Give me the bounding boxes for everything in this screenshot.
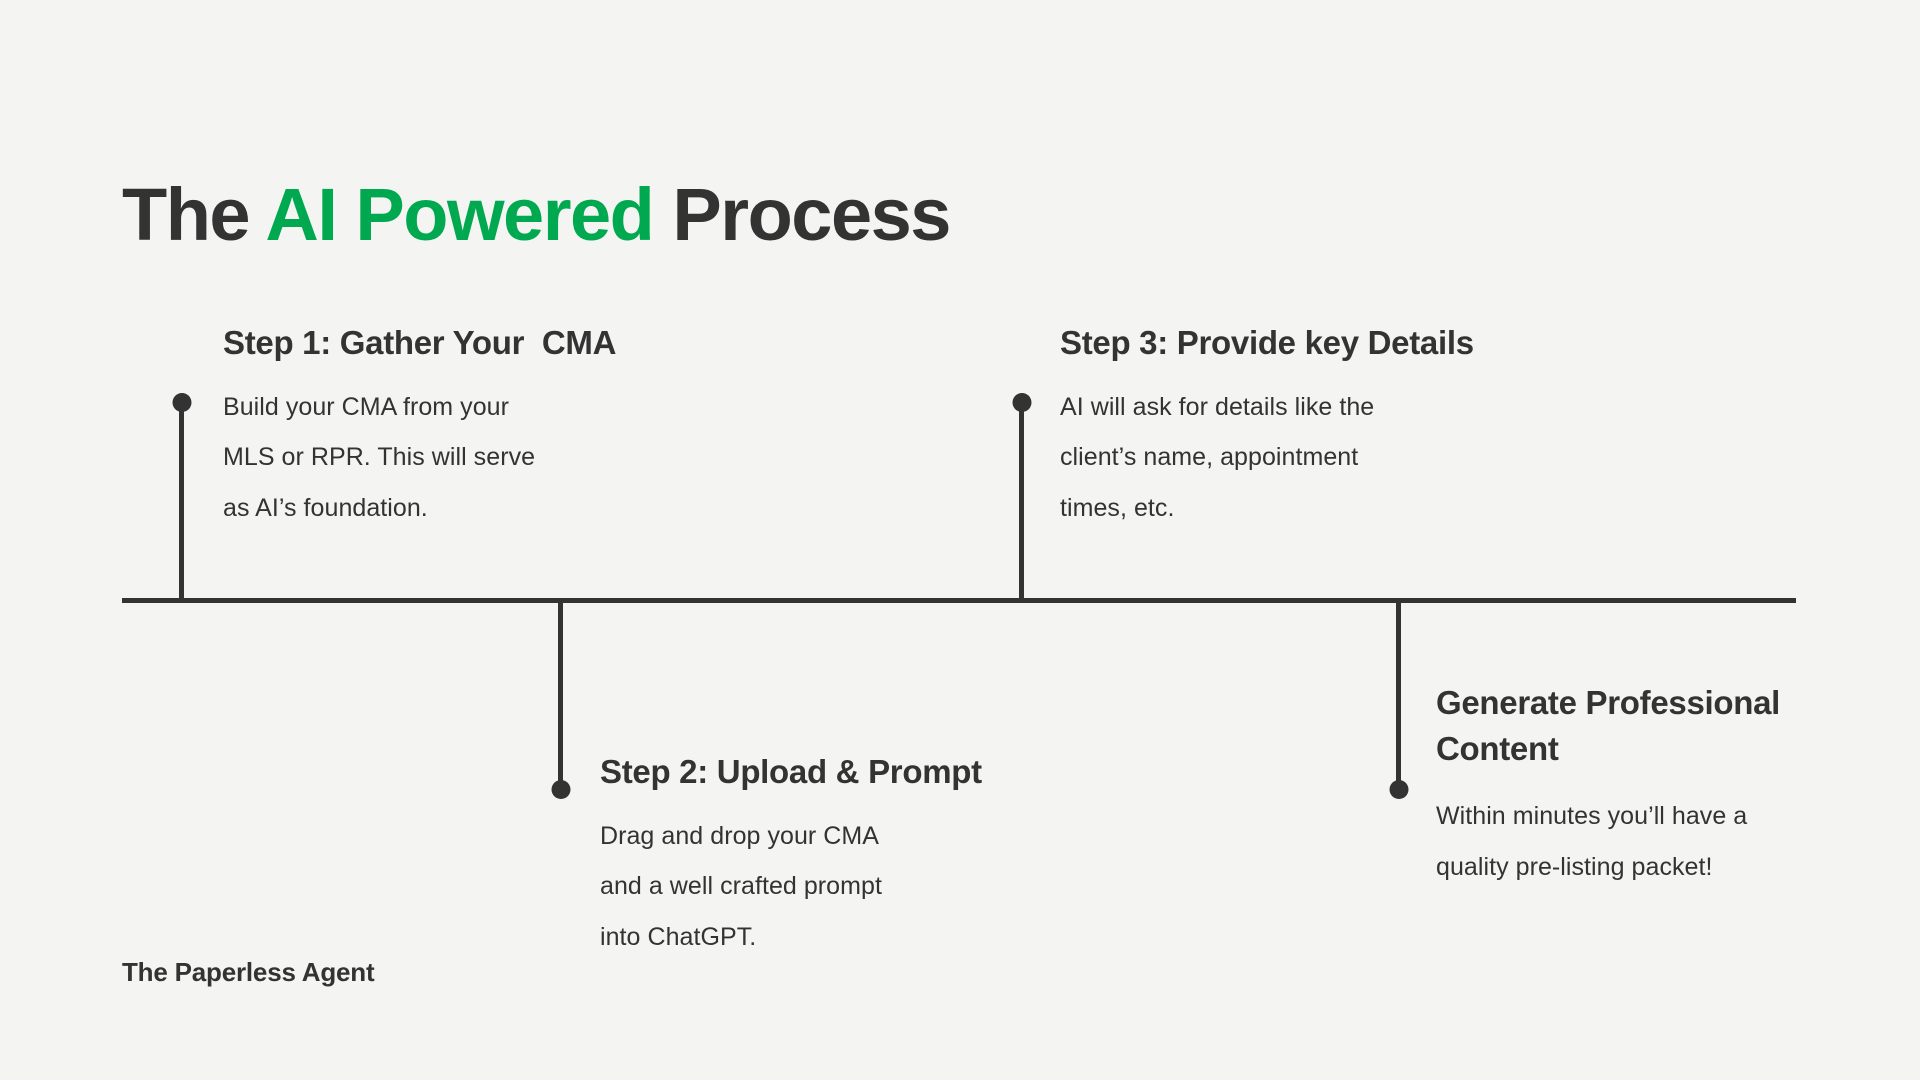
step-block-1: Step 1: Gather Your CMA Build your CMA f… bbox=[223, 320, 623, 534]
step-2-body: Drag and drop your CMA and a well crafte… bbox=[600, 821, 882, 952]
step-block-2: Step 2: Upload & Prompt Drag and drop yo… bbox=[600, 749, 1120, 963]
connector-step-4 bbox=[1389, 598, 1408, 799]
timeline-node-dot-step-2 bbox=[551, 780, 570, 799]
step-2-heading: Step 2: Upload & Prompt bbox=[600, 753, 982, 790]
connector-step-2 bbox=[551, 598, 570, 799]
timeline-node-dot-step-1 bbox=[172, 393, 191, 412]
step-3-heading: Step 3: Provide key Details bbox=[1060, 324, 1474, 361]
brand-label: The Paperless Agent bbox=[122, 957, 375, 987]
timeline-node-dot-step-3 bbox=[1012, 393, 1031, 412]
page-title-part-after: Process bbox=[653, 172, 951, 256]
page-title: The AI Powered Process bbox=[122, 177, 951, 252]
step-4-heading: Generate Professional Content bbox=[1436, 684, 1781, 767]
timeline-node-dot-step-4 bbox=[1389, 780, 1408, 799]
step-4-body: Within minutes you’ll have a quality pre… bbox=[1436, 802, 1748, 881]
step-block-3: Step 3: Provide key Details AI will ask … bbox=[1060, 320, 1660, 534]
step-3-body: AI will ask for details like the client’… bbox=[1060, 392, 1375, 523]
step-1-body: Build your CMA from your MLS or RPR. Thi… bbox=[223, 392, 536, 523]
timeline-axis bbox=[122, 598, 1796, 603]
connector-step-1 bbox=[172, 393, 191, 600]
connector-step-3 bbox=[1012, 393, 1031, 600]
step-block-4: Generate Professional Content Within min… bbox=[1436, 680, 1881, 893]
page-title-part-before: The bbox=[122, 172, 266, 256]
step-1-heading: Step 1: Gather Your CMA bbox=[223, 324, 617, 361]
page-title-accent: AI Powered bbox=[265, 172, 655, 256]
